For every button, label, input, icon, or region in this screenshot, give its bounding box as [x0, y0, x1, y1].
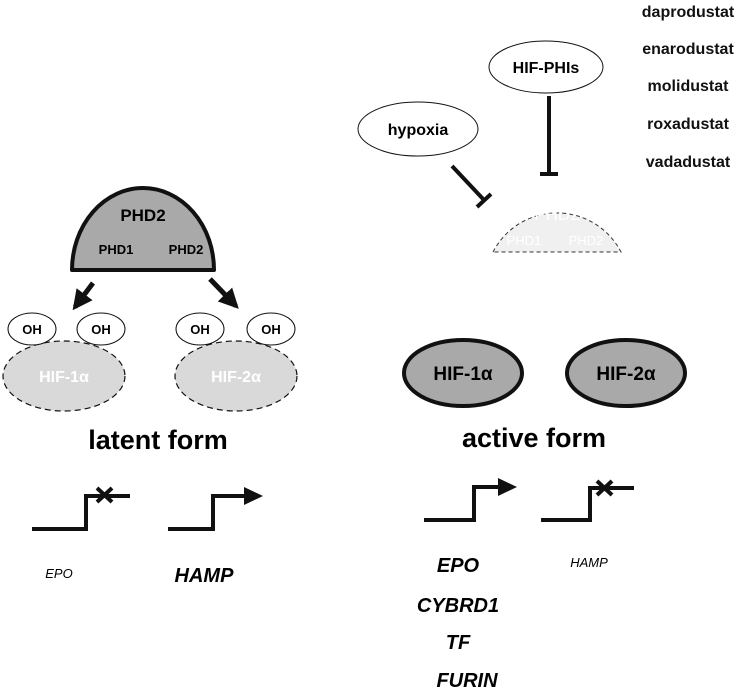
- drug-daprodustat: daprodustat: [642, 4, 735, 21]
- right-gene-list: EPO CYBRD1 TF FURIN: [417, 555, 499, 692]
- promoter-epo-active-right: [424, 485, 500, 522]
- drug-enarodustat: enarodustat: [642, 41, 734, 58]
- inhibition-arrows: [450, 96, 558, 209]
- drug-roxadustat: roxadustat: [647, 116, 729, 133]
- drug-list: daprodustat enarodustat molidustat roxad…: [642, 4, 735, 171]
- promoter-epo-blocked-left: [32, 494, 130, 531]
- gene-hamp-right: HAMP: [570, 555, 608, 570]
- hif2a-active: HIF-2α: [565, 338, 687, 408]
- phd2-inhibited-title: PHD2: [534, 205, 579, 224]
- promoter-symbols: [32, 478, 634, 531]
- oh-label-4: OH: [261, 322, 281, 337]
- hif2a-latent-label: HIF-2α: [211, 369, 261, 386]
- hypoxia-node: hypoxia: [357, 101, 479, 157]
- phd2-inhibited-sub1: PHD1: [507, 233, 542, 248]
- phd2-sub2: PHD2: [169, 242, 204, 257]
- hif1a-latent: HIF-1α: [2, 340, 126, 412]
- phd2-sub1: PHD1: [99, 242, 134, 257]
- phd2-active: PHD2 PHD1 PHD2: [70, 186, 216, 272]
- phd2-title: PHD2: [120, 206, 165, 225]
- promoter-hamp-blocked-right: [541, 486, 634, 522]
- hif2a-active-label: HIF-2α: [596, 364, 656, 385]
- phd2-inhibited-sub2: PHD2: [569, 233, 604, 248]
- gene-hamp-left: HAMP: [175, 565, 235, 587]
- active-form-label: active form: [462, 423, 606, 453]
- hif1a-active-label: HIF-1α: [433, 364, 493, 385]
- gene-epo-right: EPO: [437, 555, 480, 577]
- gene-epo-left: EPO: [45, 566, 72, 581]
- hif1a-latent-label: HIF-1α: [39, 369, 89, 386]
- hif2a-latent: HIF-2α: [174, 340, 298, 412]
- hif-phis-node: HIF-PHIs: [488, 40, 604, 94]
- promoter-hamp-active-left: [168, 494, 248, 531]
- hif-phis-label: HIF-PHIs: [513, 60, 580, 77]
- drug-molidustat: molidustat: [648, 78, 730, 95]
- phd2-inhibited: PHD2 PHD1 PHD2: [492, 205, 622, 253]
- oh-label-1: OH: [22, 322, 42, 337]
- gene-tf: TF: [446, 632, 471, 654]
- hydroxylation-arrows: [72, 277, 239, 311]
- oh-groups: OH OH OH OH: [7, 312, 296, 346]
- hif1a-active: HIF-1α: [402, 338, 524, 408]
- latent-form-label: latent form: [88, 425, 228, 455]
- hypoxia-label: hypoxia: [388, 122, 449, 139]
- oh-label-2: OH: [91, 322, 111, 337]
- drug-vadadustat: vadadustat: [646, 154, 731, 171]
- oh-label-3: OH: [190, 322, 210, 337]
- gene-cybrd1: CYBRD1: [417, 595, 499, 617]
- gene-furin: FURIN: [436, 670, 498, 692]
